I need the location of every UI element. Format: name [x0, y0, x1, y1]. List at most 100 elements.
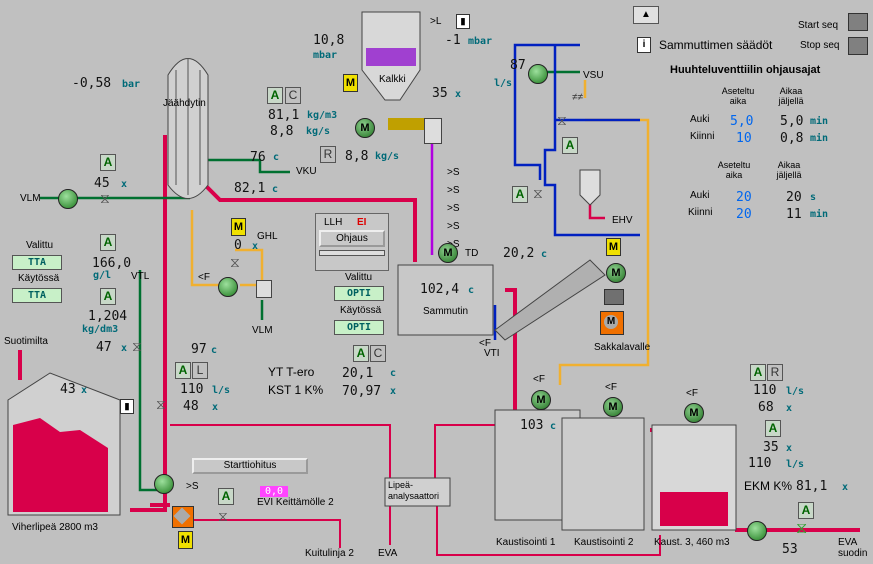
- storage-pump[interactable]: [154, 474, 174, 494]
- mid-local-button[interactable]: L: [192, 362, 208, 379]
- lime-screw-motor[interactable]: M: [355, 118, 375, 138]
- density-auto-button[interactable]: A: [100, 234, 116, 251]
- flush-g2-open-left: 20: [786, 190, 802, 205]
- tta-selected-label: Valittu: [26, 240, 54, 251]
- lime-flow-1-unit: kg/s: [306, 126, 331, 137]
- classifier-motor[interactable]: M: [606, 263, 626, 283]
- kst-cascade-button[interactable]: C: [370, 345, 386, 362]
- out-pct: 53: [782, 542, 798, 557]
- info-icon[interactable]: i: [637, 37, 651, 53]
- out-valve[interactable]: ⧖: [796, 520, 808, 537]
- flush-g2-open-set[interactable]: 20: [736, 190, 752, 205]
- lime-auto-button[interactable]: A: [267, 87, 283, 104]
- flush-col1-header: Aseteltu aika: [721, 86, 755, 106]
- vsu-valve[interactable]: ⧖: [557, 112, 567, 128]
- density-auto-button-2[interactable]: A: [100, 288, 116, 305]
- storage-name: Viherlipeä 2800 m3: [12, 522, 98, 533]
- mid-auto-button[interactable]: A: [175, 362, 191, 379]
- vsu-auto-button[interactable]: A: [562, 137, 578, 154]
- flush-col2-header: Aikaa jäljellä: [778, 86, 804, 106]
- classifier-manual-badge[interactable]: M: [606, 238, 621, 256]
- right-pct-1: 68: [758, 400, 774, 415]
- lime-info-icon[interactable]: ▮: [456, 14, 470, 29]
- flush-g1-open-set[interactable]: 5,0: [730, 114, 754, 129]
- vsu-pump[interactable]: [528, 64, 548, 84]
- storage-info-icon[interactable]: ▮: [120, 399, 134, 414]
- evi-auto-button[interactable]: A: [218, 488, 234, 505]
- lime-flow-1: 8,8: [270, 124, 294, 139]
- yt-label: YT T-ero: [268, 365, 315, 379]
- td-temp: 20,2: [503, 246, 535, 261]
- control-button[interactable]: Ohjaus: [319, 230, 385, 247]
- slaker-motor[interactable]: M: [438, 243, 458, 263]
- concentration-unit: g/l: [93, 270, 112, 281]
- kst-auto-button[interactable]: A: [353, 345, 369, 362]
- cooler-pressure-unit: bar: [122, 79, 141, 90]
- blue-valve[interactable]: ⧖: [533, 185, 543, 201]
- lime-remote-button[interactable]: R: [320, 146, 336, 163]
- vtl-valve[interactable]: ⧖: [132, 338, 142, 354]
- out-pump[interactable]: [747, 521, 767, 541]
- k1-agitator[interactable]: M: [531, 390, 551, 410]
- mid-temp: 97: [191, 342, 207, 357]
- lime-valve-manual-badge[interactable]: M: [343, 74, 358, 92]
- flush-g1-close-set[interactable]: 10: [736, 131, 752, 146]
- stop-seq-button[interactable]: [848, 37, 868, 55]
- sludge-motor: M: [604, 315, 618, 329]
- right-auto-button-2[interactable]: A: [765, 420, 781, 437]
- k3-agitator[interactable]: M: [684, 403, 704, 423]
- flush-g2-close-set[interactable]: 20: [736, 207, 752, 222]
- transfer-pump-frame[interactable]: [172, 506, 194, 528]
- sludge-motor-frame[interactable]: M: [600, 311, 624, 335]
- tta-inuse-value[interactable]: TTA: [12, 288, 62, 303]
- tta-inuse-label: Käytössä: [18, 273, 60, 284]
- right-remote-button[interactable]: R: [767, 364, 783, 381]
- s-marker-4: >S: [447, 221, 460, 232]
- lime-pressure-left-unit: mbar: [313, 50, 338, 61]
- flush-g1-close-label: Kiinni: [690, 131, 715, 142]
- control-bar: [319, 250, 385, 256]
- vsu-valve-auto-button[interactable]: A: [512, 186, 528, 203]
- ghl-pump[interactable]: [218, 277, 238, 297]
- storage-level-unit: x: [81, 385, 88, 396]
- start-seq-button[interactable]: [848, 13, 868, 31]
- lime-cascade-button[interactable]: C: [285, 87, 301, 104]
- flush-g1-open-left: 5,0: [780, 114, 804, 129]
- evi-valve[interactable]: ⧖: [218, 508, 228, 524]
- ghl-label: GHL: [257, 231, 278, 242]
- slaker-name: Sammutin: [423, 306, 469, 317]
- td-label: TD: [465, 248, 479, 259]
- transfer-manual-badge[interactable]: M: [178, 531, 193, 549]
- vlm-pump[interactable]: [58, 189, 78, 209]
- vku-label: VKU: [296, 166, 317, 177]
- startup-bypass-button[interactable]: Starttiohitus: [192, 458, 308, 474]
- right-flow-2-unit: l/s: [786, 459, 805, 470]
- k2-agitator[interactable]: M: [603, 397, 623, 417]
- ghl-valve[interactable]: ⧖: [230, 254, 240, 270]
- opti-selected-value[interactable]: OPTI: [334, 286, 384, 301]
- mid-valve[interactable]: ⧖: [156, 396, 166, 412]
- ghl-f-marker: <F: [198, 272, 210, 283]
- kst-value: 70,97: [342, 384, 382, 399]
- flush-g1-close-unit: min: [810, 133, 829, 144]
- out-auto-button[interactable]: A: [798, 502, 814, 519]
- vlm-valve[interactable]: ⧖: [100, 190, 110, 206]
- lime-flow-2: 8,8: [345, 149, 369, 164]
- vlm-auto-button[interactable]: A: [100, 154, 116, 171]
- tta-selected-value[interactable]: TTA: [12, 255, 62, 270]
- right-auto-button[interactable]: A: [750, 364, 766, 381]
- network-icon[interactable]: ▲: [633, 6, 659, 24]
- ehv-label: EHV: [612, 215, 633, 226]
- td-temp-unit: c: [541, 249, 548, 260]
- storage-level: 43: [60, 382, 76, 397]
- extinguisher-settings-label[interactable]: Sammuttimen säädöt: [659, 38, 773, 52]
- ghl-manual-badge[interactable]: M: [231, 218, 246, 236]
- lime-chute: [424, 118, 442, 144]
- opti-inuse-value[interactable]: OPTI: [334, 320, 384, 335]
- ghl-filter: [256, 280, 272, 298]
- eva-filter-label: EVA suodin: [838, 537, 868, 559]
- lime-pressure-right: -1: [445, 33, 461, 48]
- stop-seq-label: Stop seq: [800, 40, 840, 51]
- opti-inuse-label: Käytössä: [340, 305, 382, 316]
